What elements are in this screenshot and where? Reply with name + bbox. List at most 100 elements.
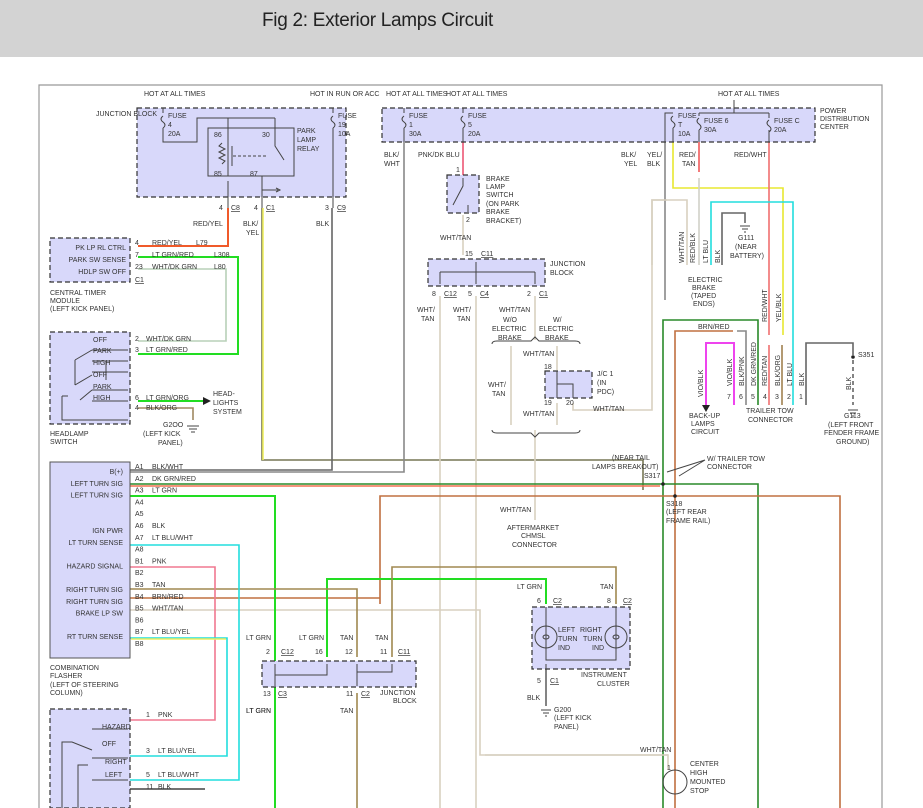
flasher-wire-label: BLK	[152, 523, 166, 530]
fuse-6-c-icon	[696, 100, 772, 142]
svg-text:BLK: BLK	[158, 784, 172, 791]
svg-text:LT BLU: LT BLU	[703, 240, 710, 263]
power-distribution-center[interactable]	[381, 107, 816, 143]
svg-text:30A: 30A	[409, 131, 422, 138]
ground-g111-icon	[740, 225, 750, 233]
ground-g200-cluster-icon	[541, 709, 551, 717]
svg-text:19: 19	[338, 122, 346, 129]
svg-text:PARK SW SENSE: PARK SW SENSE	[69, 257, 127, 264]
svg-text:LEFT: LEFT	[558, 627, 576, 634]
svg-text:WHT/TAN: WHT/TAN	[640, 747, 671, 754]
svg-text:HIGH: HIGH	[690, 770, 708, 777]
svg-text:L308: L308	[214, 252, 230, 259]
svg-text:HOT AT ALL TIMES: HOT AT ALL TIMES	[718, 91, 780, 98]
svg-text:WHT/DK GRN: WHT/DK GRN	[152, 264, 197, 271]
park-lamp-relay[interactable]	[207, 127, 295, 177]
svg-text:YEL: YEL	[246, 230, 259, 237]
svg-text:18: 18	[544, 364, 552, 371]
svg-text:TAN: TAN	[600, 584, 613, 591]
brake-switch-contact-icon	[452, 178, 469, 212]
labels: JUNCTION BLOCK HOT AT ALL TIMES HOT IN R…	[50, 91, 880, 697]
wire-lt-grn-red	[138, 256, 239, 355]
svg-text:WHT/TAN: WHT/TAN	[440, 235, 471, 242]
svg-text:BLK: BLK	[316, 221, 330, 228]
wire-dk-grn-red	[662, 319, 759, 808]
flasher-row: A5	[135, 511, 144, 518]
svg-text:10A: 10A	[338, 131, 351, 138]
svg-text:CHMSL: CHMSL	[521, 533, 546, 540]
svg-text:87: 87	[250, 171, 258, 178]
svg-text:LT BLU/WHT: LT BLU/WHT	[158, 772, 200, 779]
svg-text:FUSE: FUSE	[409, 113, 428, 120]
svg-text:G113: G113	[844, 413, 861, 420]
svg-text:BRAKE: BRAKE	[486, 209, 510, 216]
svg-text:PARK: PARK	[93, 348, 112, 355]
svg-text:1: 1	[409, 122, 413, 129]
svg-text:TURN: TURN	[583, 636, 602, 643]
svg-text:BRAKE: BRAKE	[545, 335, 569, 342]
svg-text:4: 4	[135, 405, 139, 412]
svg-text:L79: L79	[196, 240, 208, 247]
wire-lt-grn-a3	[130, 495, 276, 808]
svg-text:S317: S317	[644, 473, 660, 480]
svg-text:BLK: BLK	[846, 376, 853, 390]
flasher-pin-label: BRAKE LP SW	[76, 611, 124, 618]
chmsl-lamp-icon	[662, 769, 688, 795]
svg-text:BRN/RED: BRN/RED	[698, 324, 730, 331]
svg-text:20A: 20A	[468, 131, 481, 138]
svg-text:TAN: TAN	[682, 161, 695, 168]
wire-blk-yel	[261, 208, 644, 490]
svg-text:WHT/: WHT/	[417, 307, 435, 314]
flasher-pin: B4	[135, 594, 144, 601]
wire-tan-b3	[130, 588, 358, 657]
svg-text:SWITCH: SWITCH	[486, 192, 514, 199]
svg-text:TAN: TAN	[375, 635, 388, 642]
svg-text:BLK/: BLK/	[384, 152, 399, 159]
figure-title: Fig 2: Exterior Lamps Circuit	[262, 10, 493, 31]
flasher-pin: A1	[135, 464, 144, 471]
svg-text:LAMP: LAMP	[297, 137, 316, 144]
svg-text:RED/: RED/	[679, 152, 696, 159]
combination-flasher[interactable]	[49, 461, 131, 659]
svg-text:C1: C1	[539, 291, 548, 298]
wire-yel-blk	[672, 118, 784, 335]
svg-text:FENDER FRAME: FENDER FRAME	[824, 430, 880, 437]
svg-text:HIGH: HIGH	[93, 395, 111, 402]
svg-text:CONNECTOR: CONNECTOR	[748, 417, 793, 424]
svg-text:JUNCTION: JUNCTION	[380, 690, 415, 697]
svg-text:7: 7	[135, 252, 139, 259]
svg-text:HEAD-: HEAD-	[213, 391, 235, 398]
svg-text:C11: C11	[481, 251, 493, 258]
flasher-row: B6	[135, 617, 144, 624]
flasher-wire-label: LT BLU/WHT	[152, 535, 194, 542]
svg-text:PARK: PARK	[93, 384, 112, 391]
flasher-pin: A7	[135, 535, 144, 542]
headlamp-switch[interactable]	[49, 331, 131, 425]
svg-text:RIGHT: RIGHT	[580, 627, 603, 634]
flasher-wire-label: BLK/WHT	[152, 464, 184, 471]
svg-text:BATTERY): BATTERY)	[730, 253, 764, 260]
svg-text:20A: 20A	[774, 127, 787, 134]
flasher-pin: B8	[135, 641, 144, 648]
splice-s317	[661, 482, 665, 486]
central-timer-module[interactable]	[49, 237, 131, 283]
svg-text:HEADLAMP: HEADLAMP	[50, 431, 89, 438]
flasher-pin: B1	[135, 558, 144, 565]
svg-text:W/: W/	[553, 317, 562, 324]
svg-text:4: 4	[254, 205, 258, 212]
svg-text:C11: C11	[398, 649, 410, 656]
wire-wht-tan-flasher	[130, 609, 669, 770]
svg-text:POWER: POWER	[820, 108, 846, 115]
svg-text:LT BLU/YEL: LT BLU/YEL	[158, 748, 196, 755]
junction-block-low[interactable]	[261, 660, 417, 688]
svg-text:7: 7	[727, 394, 731, 401]
svg-text:LAMPS: LAMPS	[691, 421, 715, 428]
svg-text:FUSE 6: FUSE 6	[704, 118, 729, 125]
svg-text:COMBINATION: COMBINATION	[50, 665, 99, 672]
svg-text:C3: C3	[278, 691, 287, 698]
